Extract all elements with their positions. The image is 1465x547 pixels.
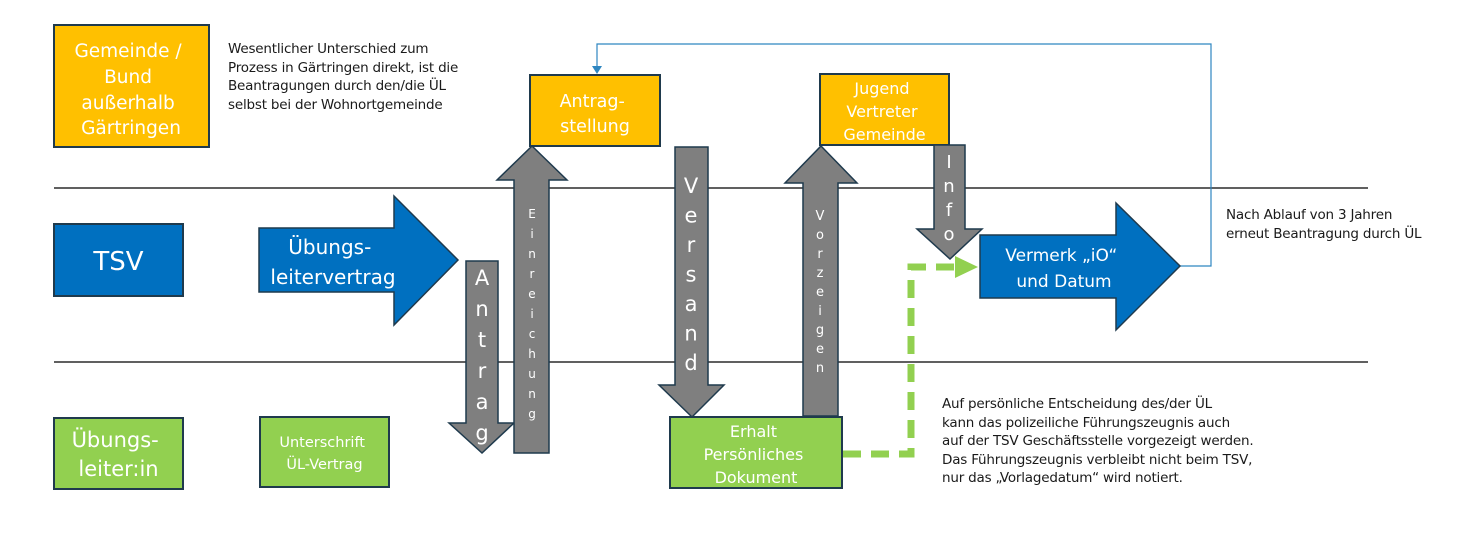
note-renewal: Nach Ablauf von 3 Jahren erneut Beantrag…	[1226, 207, 1422, 242]
lane-header-uebungsleiter-label: Übungs- leiter:in	[72, 427, 166, 481]
vertical-letter: n	[528, 387, 536, 401]
vertical-letter: e	[685, 204, 698, 228]
vertical-letter: o	[943, 224, 954, 245]
vertical-letter: I	[946, 152, 951, 173]
vertical-letter: g	[816, 323, 824, 338]
vertical-letter: a	[476, 390, 489, 414]
note-optional-presentation: Auf persönliche Entscheidung des/der ÜL …	[942, 396, 1254, 486]
vertical-letter: c	[529, 327, 536, 341]
step-erhalt-persoenliches-dokument: Erhalt Persönliches Dokument	[669, 416, 843, 489]
vertical-letter: f	[946, 200, 953, 221]
renewal-feedback-connector	[596, 43, 1212, 267]
step-unterschrift-ul-vertrag: Unterschrift ÜL-Vertrag	[259, 416, 390, 488]
lane-header-gemeinde-label: Gemeinde / Bund außerhalb Gärtringen	[74, 41, 187, 139]
step-vermerk-arrow: Vermerk „iO“ und Datum	[979, 201, 1182, 332]
vertical-letter: i	[530, 307, 533, 321]
optional-presentation-path	[843, 263, 958, 458]
renewal-feedback-arrowhead	[592, 66, 602, 74]
step-jugend-vertreter-label: Jugend Vertreter Gemeinde	[843, 79, 925, 144]
step-erhalt-label: Erhalt Persönliches Dokument	[704, 422, 809, 487]
vertical-letter: n	[528, 247, 536, 261]
vertical-letter: r	[478, 359, 487, 383]
lane-header-uebungsleiter: Übungs- leiter:in	[53, 417, 184, 490]
step-uebungsleitervertrag-arrow: Übungs- leitervertrag	[258, 194, 460, 327]
optional-path-arrowhead	[955, 256, 978, 278]
vertical-letter: r	[530, 267, 535, 281]
vertical-letter: V	[816, 209, 825, 224]
vertical-letter: s	[686, 263, 697, 287]
vertical-letter: a	[685, 292, 698, 316]
vertical-letter: A	[475, 266, 490, 290]
vertical-letter: n	[475, 297, 488, 321]
vertical-letter: e	[816, 342, 824, 357]
vertical-letter: g	[528, 407, 536, 421]
lane-header-tsv-label: TSV	[92, 247, 143, 277]
vertical-letter: r	[817, 247, 823, 262]
step-antragstellung-label: Antrag- stellung	[560, 92, 631, 137]
vertical-letter: E	[528, 207, 536, 221]
vertical-letter: n	[684, 322, 697, 346]
vertical-letter: r	[687, 233, 696, 257]
vertical-letter: d	[684, 351, 697, 375]
vertical-letter: i	[530, 227, 533, 241]
vertical-letter: z	[817, 266, 824, 281]
step-unterschrift-label: Unterschrift ÜL-Vertrag	[279, 435, 369, 473]
step-jugend-vertreter-gemeinde: Jugend Vertreter Gemeinde	[819, 73, 950, 146]
vertical-letter: u	[528, 367, 536, 381]
vertical-letter: V	[684, 174, 699, 198]
vertical-letter: h	[528, 347, 536, 361]
vertical-letter: n	[943, 176, 954, 197]
vertical-letter: i	[818, 304, 822, 319]
lane-header-gemeinde: Gemeinde / Bund außerhalb Gärtringen	[53, 24, 210, 148]
step-uebungsleitervertrag-label: Übungs- leitervertrag	[270, 235, 395, 289]
vertical-letter: n	[816, 361, 824, 376]
vertical-letter: o	[816, 228, 824, 243]
step-vermerk-label: Vermerk „iO“ und Datum	[1005, 246, 1122, 292]
vertical-letter: e	[528, 287, 535, 301]
lane-header-tsv: TSV	[53, 223, 184, 297]
note-process-difference: Wesentlicher Unterschied zum Prozess in …	[228, 41, 459, 113]
vertical-letter: t	[478, 328, 486, 352]
vertical-letter: g	[475, 421, 488, 445]
vertical-letter: e	[816, 285, 824, 300]
step-antragstellung: Antrag- stellung	[529, 74, 661, 147]
